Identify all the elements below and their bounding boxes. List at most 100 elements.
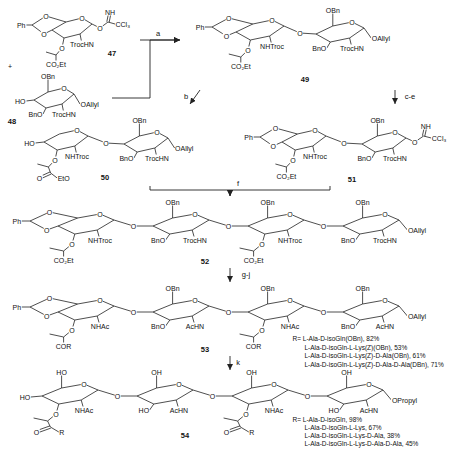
compound-structure: 51PhOOONHTrocOOCO₂EtOBnOBnOTrocHNONHCCl₃	[236, 104, 464, 186]
bond-line	[22, 307, 30, 308]
atom-label: AcHN	[185, 323, 204, 330]
atom-label: TrocHN	[70, 41, 95, 48]
bond-line	[275, 128, 297, 134]
bond-line	[282, 134, 297, 142]
atom-label: HO	[56, 369, 68, 376]
bond-line	[362, 144, 375, 152]
atom-label: NHTroc	[88, 237, 113, 244]
compound-number: 54	[180, 432, 189, 440]
bond-line	[360, 230, 382, 234]
bond-line	[108, 22, 115, 24]
substituent-list: L-Ala-D-isoGln-L-Lys-D-Ala, 38%	[304, 432, 400, 439]
bond-line	[50, 427, 58, 432]
atom-label: O	[304, 393, 310, 400]
bond-line	[80, 24, 92, 34]
atom-label: NHAc	[90, 323, 109, 330]
atom-label: O	[349, 19, 355, 26]
bond-line	[58, 312, 75, 320]
compound-number: 47	[107, 50, 116, 58]
bond-line	[34, 100, 46, 108]
bond-line	[26, 100, 34, 101]
bond-line	[343, 312, 360, 320]
atom-label: NHAc	[280, 323, 299, 330]
atom-label: OAllyl	[80, 101, 99, 108]
atom-label: R	[249, 429, 255, 436]
atom-label: O	[297, 30, 303, 37]
atom-label: BnO	[28, 111, 43, 118]
reaction-arrow	[395, 90, 396, 104]
reaction-step-label: a	[155, 30, 160, 38]
bond-line	[327, 42, 331, 48]
compound-number: 52	[200, 258, 209, 266]
bond-line	[271, 390, 288, 400]
bond-line	[343, 226, 360, 234]
reaction-step-label: f	[236, 180, 239, 188]
bond-line	[31, 396, 42, 397]
atom-label: OBn	[355, 285, 370, 292]
atom-label: COR	[245, 343, 262, 350]
bond-line	[205, 27, 212, 28]
atom-label: TrocHN	[373, 237, 398, 244]
reaction-step-label: b	[183, 93, 188, 101]
atom-label: OAllyl	[407, 313, 426, 320]
bond-line	[287, 306, 304, 316]
atom-label: O	[46, 209, 52, 216]
atom-label: O	[97, 25, 103, 32]
atom-label: O	[192, 211, 198, 218]
bond-line	[236, 32, 250, 40]
bond-line	[275, 164, 286, 167]
atom-label: O	[192, 297, 198, 304]
bond-line	[375, 148, 393, 152]
atom-label: O	[320, 223, 326, 230]
bond-line	[343, 218, 363, 226]
atom-label: CO₂Et	[53, 257, 74, 264]
atom-label: OBn	[325, 7, 340, 14]
bond-line	[176, 390, 193, 400]
atom-label: O	[79, 15, 85, 22]
atom-label: O	[43, 13, 49, 20]
atom-label: OBn	[165, 199, 180, 206]
bond-line	[34, 92, 48, 100]
atom-label: NHAc	[264, 407, 283, 414]
bond-line	[295, 146, 313, 150]
atom-label: O	[223, 33, 229, 40]
compound-structure: 49PhOOONHTrocOOCO₂EtOBnOBnOTrocHNOAllyl	[180, 0, 420, 90]
atom-label: HO	[328, 407, 340, 414]
plus-sign: +	[7, 63, 12, 70]
atom-label: O	[341, 140, 347, 147]
bond-line	[248, 312, 265, 320]
bond-line	[224, 418, 238, 421]
atom-label: TrocHN	[383, 155, 408, 162]
reaction-arrow	[230, 356, 231, 370]
atom-label: O	[259, 327, 265, 334]
atom-label: NH	[420, 123, 431, 130]
atom-label: OBn	[355, 199, 370, 206]
atom-label: O	[272, 125, 278, 132]
atom-label: OBn	[260, 199, 275, 206]
atom-label: O	[287, 297, 293, 304]
atom-label: O	[97, 211, 103, 218]
atom-label: O	[225, 309, 231, 316]
bond-line	[192, 306, 209, 316]
bond-line	[137, 148, 155, 152]
bond-line	[287, 220, 304, 230]
atom-label: AcHN	[359, 407, 378, 414]
substituent-list: R= L-Ala-D-isoGln(OBn), 82%	[292, 335, 380, 342]
atom-label: O	[69, 327, 75, 334]
bond-line	[372, 152, 375, 158]
atom-label: O	[287, 211, 293, 218]
atom-label: O	[269, 17, 275, 24]
atom-label: O	[245, 47, 251, 54]
bond-line	[22, 221, 30, 222]
bond-line	[327, 388, 347, 396]
bond-line	[166, 234, 170, 240]
bond-line	[232, 388, 252, 396]
bond-line	[37, 164, 48, 167]
bond-line	[170, 316, 192, 320]
atom-label: O	[382, 297, 388, 304]
atom-label: NHTroc	[303, 153, 328, 160]
compound-structure: 47PhOOOONHCCl₃TrocHNOCO₂Et	[0, 0, 140, 68]
reaction-arrow	[112, 40, 180, 98]
bond-line	[42, 388, 62, 396]
bond-line	[382, 306, 399, 316]
